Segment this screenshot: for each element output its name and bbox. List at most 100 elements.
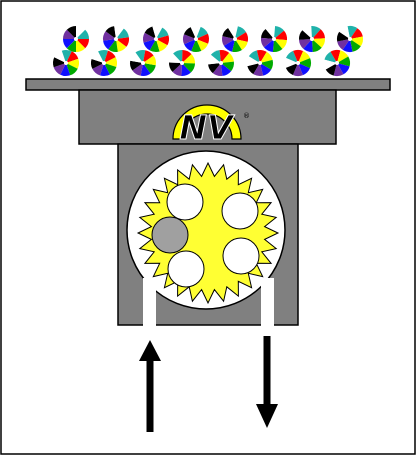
seed <box>182 25 210 53</box>
seed-wedge <box>212 63 223 76</box>
seed-pile <box>52 25 364 77</box>
seed-hub <box>348 37 352 41</box>
logo-swoosh <box>172 104 242 140</box>
seed-wedge <box>156 35 170 46</box>
seed-wedge <box>337 63 350 75</box>
seed-wedge <box>76 39 90 49</box>
seed-wedge <box>132 63 143 76</box>
seed-hub <box>194 37 198 41</box>
seed-wedge <box>272 39 283 53</box>
seed-hub <box>219 61 223 65</box>
seed-hub <box>296 61 300 65</box>
seed-wedge <box>142 32 156 43</box>
seed-wedge <box>298 30 312 40</box>
seed-wedge <box>54 50 66 63</box>
seed-wedge <box>339 26 350 39</box>
seed-wedge <box>92 63 104 76</box>
down-arrow-icon <box>256 336 278 428</box>
seed-wedge <box>116 28 129 39</box>
seed-wedge <box>325 63 337 76</box>
seed-wedge <box>221 52 234 63</box>
seed-wedge <box>190 25 201 39</box>
seed-wedge <box>330 49 341 63</box>
seed <box>260 25 288 53</box>
seed-wedge <box>324 51 337 63</box>
seed-hub <box>102 61 106 65</box>
seed-wedge <box>221 61 234 72</box>
seed <box>102 25 130 53</box>
seed <box>208 50 234 76</box>
seed-wedge <box>292 63 303 77</box>
top-ledge <box>25 78 391 91</box>
seed-wedge <box>312 29 325 39</box>
seed-wedge <box>182 63 195 73</box>
seed-wedge <box>260 63 272 76</box>
seed-hole <box>166 183 204 221</box>
seed-hub <box>141 61 145 65</box>
seed <box>168 49 196 77</box>
seed <box>52 49 80 77</box>
seed <box>284 49 312 77</box>
seed-wedge <box>91 51 104 63</box>
seed-wedge <box>261 29 274 39</box>
seed-wedge <box>196 33 210 44</box>
seed-wedge <box>284 57 298 68</box>
seed-wedge <box>66 58 80 69</box>
seed-hub <box>335 61 339 65</box>
seed <box>336 25 364 53</box>
seed-wedge <box>62 39 76 49</box>
seed-wedge <box>52 57 66 68</box>
logo-registered-mark: ® <box>243 112 250 120</box>
seed-wedge <box>298 51 311 63</box>
seed-wedge <box>104 50 116 63</box>
seed-wedge <box>293 49 304 63</box>
seed-wedge <box>182 34 196 45</box>
seed-wedge <box>144 26 156 39</box>
seed <box>323 49 351 77</box>
seed-hub <box>180 61 184 65</box>
seed-wedge <box>173 49 183 63</box>
seed-wedge <box>350 36 364 47</box>
seed-hub <box>258 61 262 65</box>
seed-wedge <box>143 39 156 51</box>
seed <box>90 49 118 77</box>
seed-wedge <box>105 26 116 39</box>
seed-hub <box>272 37 276 41</box>
seed-wedge <box>181 63 191 77</box>
seed-wedge <box>66 51 79 63</box>
seed-wedge <box>116 39 127 52</box>
seed-wedge <box>350 39 361 52</box>
seed-hub <box>64 61 68 65</box>
seed-wedge <box>135 49 146 63</box>
seed-wedge <box>196 26 208 39</box>
seed <box>298 25 326 53</box>
seed-hole <box>222 237 260 275</box>
seed-wedge <box>102 31 116 41</box>
seed-wedge <box>347 25 358 39</box>
seed-wedge <box>342 39 353 53</box>
seed-wedge <box>90 59 104 69</box>
seed-hub <box>114 37 118 41</box>
seed-wedge <box>303 39 313 53</box>
seed-wedge <box>66 63 78 76</box>
seed-wedge <box>156 27 169 39</box>
seed-wedge <box>247 63 260 75</box>
inlet-channel <box>143 278 156 330</box>
seed-wedge <box>286 50 298 63</box>
seed-wedge <box>232 39 242 53</box>
seed-wedge <box>100 63 110 77</box>
seed-wedge <box>140 63 151 77</box>
seed <box>247 50 273 76</box>
seed-wedge <box>298 58 312 69</box>
seed-wedge <box>61 49 72 63</box>
seed-wedge <box>260 59 273 70</box>
seed-wedge <box>196 39 209 51</box>
seed-wedge <box>66 39 76 53</box>
seed-wedge <box>311 25 321 39</box>
seed-wedge <box>264 39 274 52</box>
logo-text: NV <box>179 108 235 147</box>
seed-wedge <box>247 56 260 67</box>
seed-wedge <box>149 39 160 53</box>
occupied-seed-hole <box>151 216 189 254</box>
